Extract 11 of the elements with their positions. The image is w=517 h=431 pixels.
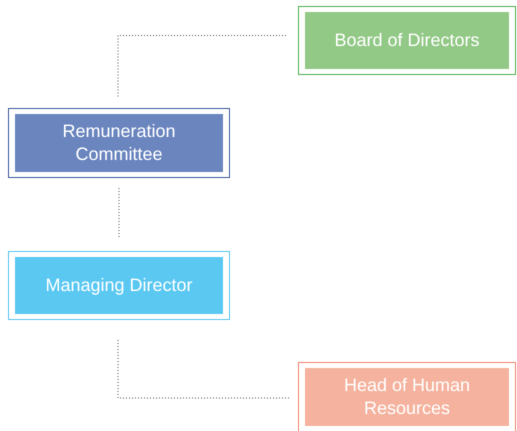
role-label: Board of Directors: [305, 12, 509, 69]
dotted-connector: [118, 340, 290, 398]
role-label: Managing Director: [15, 257, 223, 314]
dotted-connector: [118, 188, 120, 238]
org-box-frame: [8, 251, 230, 320]
org-box-frame: [8, 108, 230, 178]
dotted-connector: [118, 35, 286, 98]
org-box-frame: [298, 6, 516, 75]
role-label: Head of Human Resources: [305, 368, 509, 426]
org-box-frame: [298, 362, 516, 431]
role-label: Remuneration Committee: [15, 114, 223, 172]
